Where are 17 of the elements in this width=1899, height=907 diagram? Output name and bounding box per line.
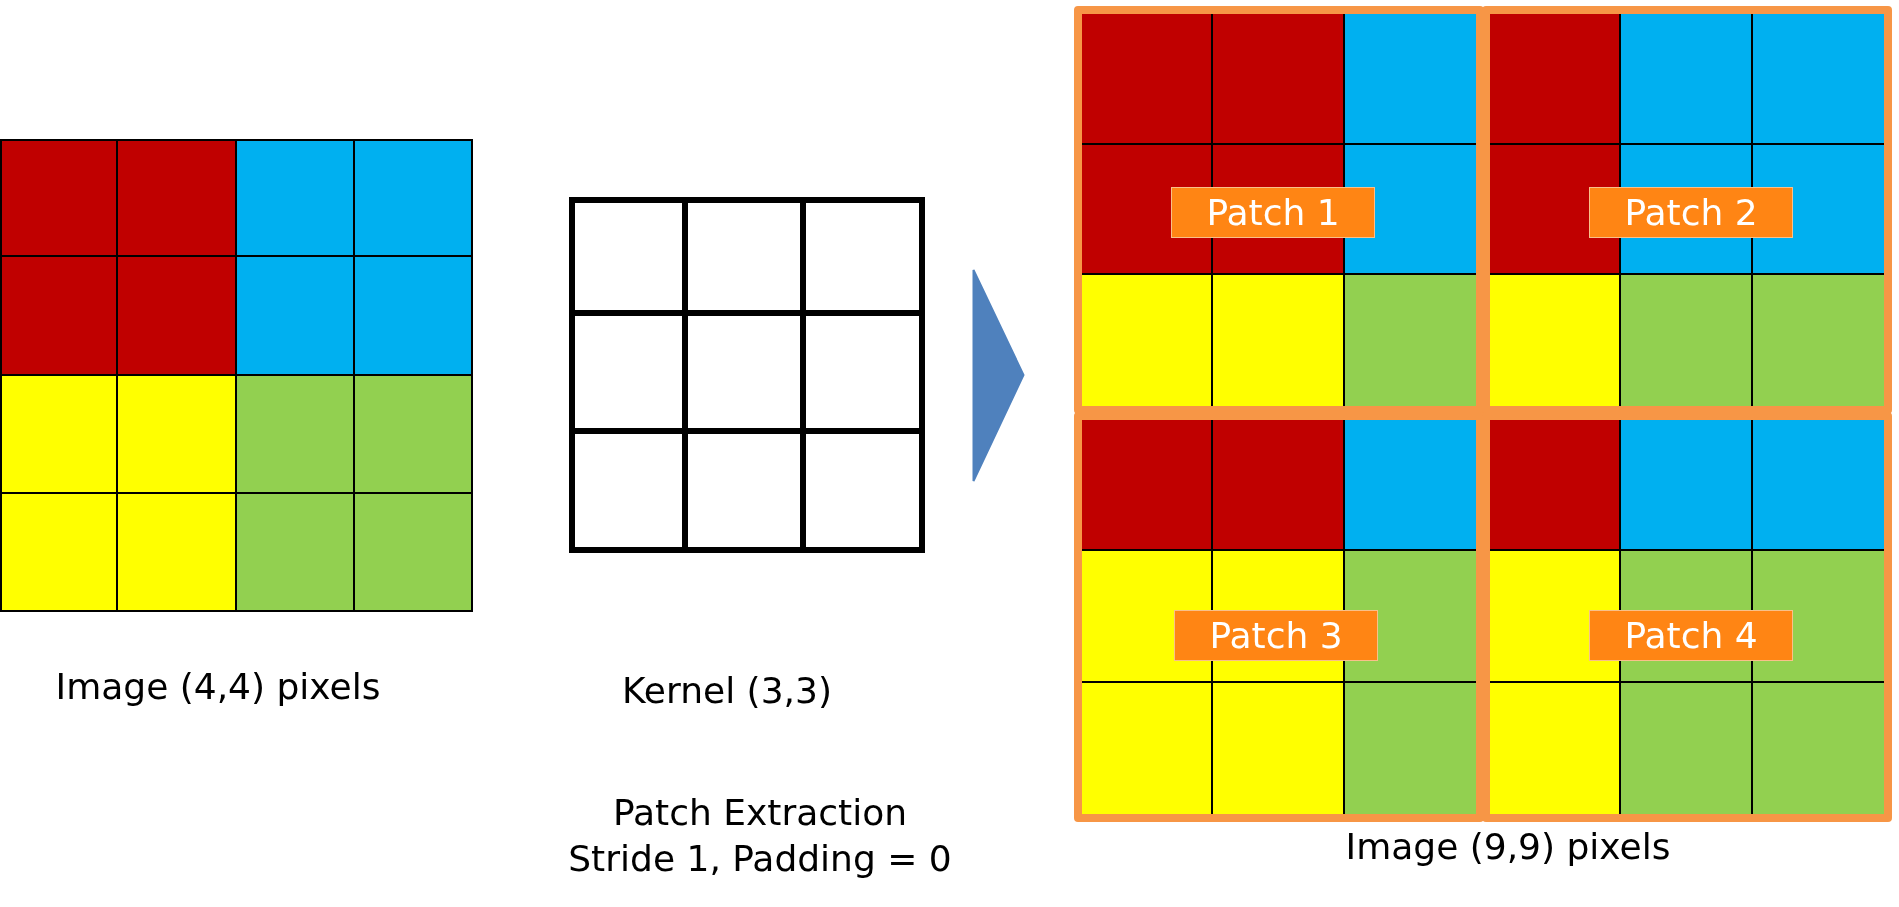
patch-label: Patch 3: [1174, 610, 1378, 661]
node-label: Kernel (3,3): [622, 670, 832, 711]
patch-label: Patch 2: [1589, 187, 1793, 238]
node-label: Image (4,4) pixels: [55, 666, 381, 707]
patch-frame: [1074, 6, 1484, 414]
output-image: [1072, 4, 1894, 822]
kernel-grid: [569, 197, 925, 553]
node-label: Image (9,9) pixels: [1345, 826, 1671, 867]
patch-label: Patch 4: [1589, 610, 1793, 661]
caption: Patch Extraction: [612, 792, 908, 833]
arrow: [972, 269, 1025, 482]
patch-frame: [1482, 6, 1892, 414]
caption: Stride 1, Padding = 0: [568, 838, 952, 879]
patch-frame: [1074, 412, 1484, 822]
pixel-grid: [0, 139, 473, 612]
patch-frame: [1482, 412, 1892, 822]
patch-label: Patch 1: [1171, 187, 1375, 238]
